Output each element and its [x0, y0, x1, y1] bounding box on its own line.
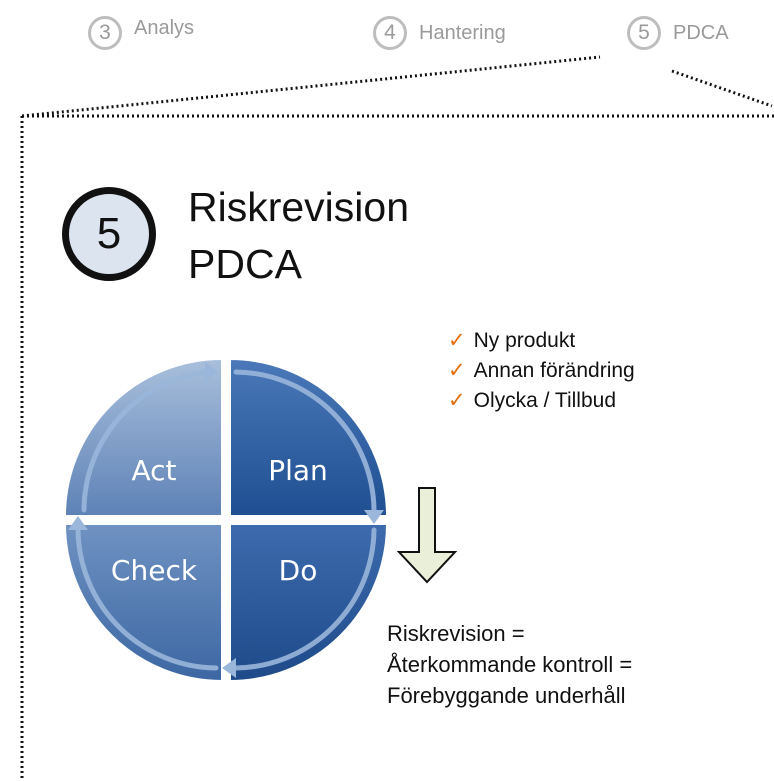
- step-5-number: 5: [627, 16, 661, 50]
- list-item: ✓ Olycka / Tillbud: [448, 386, 635, 416]
- check-icon: ✓: [448, 359, 466, 382]
- check-label: Check: [111, 554, 198, 587]
- trigger-label: Ny produkt: [473, 329, 576, 352]
- do-label: Do: [279, 554, 318, 587]
- step-3-number: 3: [88, 16, 122, 50]
- conclusion-line-2: Återkommande kontroll =: [387, 652, 633, 677]
- trigger-label: Olycka / Tillbud: [473, 389, 616, 412]
- trigger-list: ✓ Ny produkt ✓ Annan förändring ✓ Olycka / …: [448, 326, 635, 416]
- step-3-label: Analys: [134, 16, 195, 39]
- plan-label: Plan: [268, 454, 328, 487]
- plan-quadrant: [229, 357, 389, 517]
- list-item: ✓ Ny produkt: [448, 326, 635, 356]
- step-3[interactable]: 3 Analys: [88, 12, 194, 54]
- check-icon: ✓: [448, 389, 466, 412]
- trigger-label: Annan förändring: [473, 359, 635, 382]
- check-icon: ✓: [448, 329, 466, 352]
- step-4-label: Hantering: [419, 21, 506, 44]
- act-label: Act: [131, 454, 176, 487]
- conclusion-line-3: Förebyggande underhåll: [387, 683, 626, 708]
- down-arrow: [396, 487, 458, 584]
- step-5-label: PDCA: [673, 21, 729, 44]
- section-title: Riskrevision: [188, 184, 409, 230]
- step-4-number: 4: [373, 16, 407, 50]
- act-quadrant: [63, 357, 223, 517]
- section-number-badge: 5: [62, 187, 156, 281]
- list-item: ✓ Annan förändring: [448, 356, 635, 386]
- conclusion-line-1: Riskrevision =: [387, 621, 525, 646]
- section-subtitle: PDCA: [188, 241, 302, 287]
- do-quadrant: [229, 523, 389, 683]
- conclusion-text: Riskrevision = Återkommande kontroll = F…: [387, 618, 632, 711]
- check-quadrant: [63, 523, 223, 683]
- step-4[interactable]: 4 Hantering: [373, 12, 506, 54]
- step-5[interactable]: 5 PDCA: [627, 12, 729, 54]
